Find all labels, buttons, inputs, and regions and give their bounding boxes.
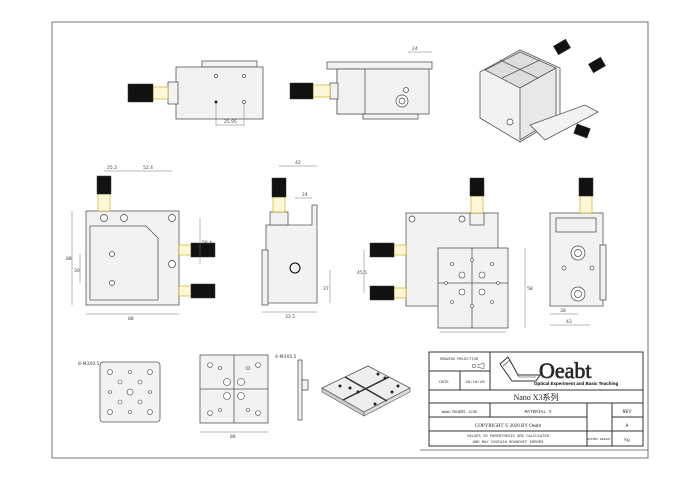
copyright: COPYRIGHT © 2020 BY Oeabt	[475, 423, 542, 429]
material-label: MATERIAL #	[524, 409, 551, 415]
approx-weight-label: APPROX WEIGHT	[587, 438, 611, 441]
dimension-label: 88	[230, 434, 236, 440]
right-view: 43 38	[549, 177, 607, 326]
date-value: 29/10/20	[465, 380, 485, 385]
dimension-label: 25.95	[224, 119, 237, 125]
side-view: 42 24 33.5 37	[261, 160, 331, 320]
dimension-label: 8-M3X0.5	[78, 361, 100, 367]
dimension-label: 45.5	[357, 270, 367, 276]
dimension-label: 58	[527, 286, 533, 292]
elevation-view-left: 25.95	[127, 60, 264, 126]
brand-tagline: Optical Experiment and Basic Teaching	[534, 381, 618, 386]
dimension-label: 52.4	[143, 165, 153, 171]
rev-value: A	[625, 423, 628, 429]
website: www.Oeabt.com	[441, 409, 476, 415]
oeabt-logo: Oeabt Optical Experiment and Basic Teach…	[499, 356, 618, 386]
plate-view-1: 8-M3X0.5	[78, 361, 161, 423]
dimension-label: 33.5	[285, 314, 295, 320]
projection-symbol-icon	[471, 363, 485, 369]
front-view: 45.5 58	[357, 177, 533, 333]
date-label: DATE	[439, 381, 449, 385]
dimension-label: 88	[66, 256, 72, 262]
dimension-label: 43	[566, 319, 572, 325]
product-name: Nano X3系列	[513, 392, 558, 402]
weight-unit: kg	[624, 437, 630, 443]
dimension-label: 24	[412, 46, 418, 52]
title-block: DRAWING PROJECTION DATE 29/10/20 Oeabt O…	[420, 351, 648, 451]
dimension-label: 42	[295, 160, 301, 166]
drawing-frame	[51, 21, 649, 459]
note-line-2: AND MAY CONTAIN ROUNDOFF ERRORS	[473, 441, 544, 445]
dimension-label: 30	[74, 268, 80, 274]
note-line-1: VALUES IN PARENTHESIS ARE CALCULATED	[467, 435, 550, 439]
isometric-view	[479, 38, 606, 143]
brand-logo-text: Oeabt	[539, 358, 592, 383]
drawing-projection-label: DRAWING PROJECTION	[440, 358, 478, 362]
dimension-label: 24	[302, 192, 308, 198]
dimension-label: 37	[323, 286, 329, 292]
plate-isometric-view	[321, 365, 411, 417]
plate-side-view	[297, 359, 309, 421]
dimension-label: 25.2	[107, 165, 117, 171]
plate-view-2: 88 4-M3X0.5	[199, 354, 297, 440]
dimension-label: 56.4	[202, 240, 212, 246]
elevation-view-right: 24	[289, 46, 433, 120]
top-view: 25.2 52.4 56.4 88 88 30	[66, 165, 216, 322]
rev-label: REV	[622, 409, 631, 415]
dimension-label: 4-M3X0.5	[275, 354, 297, 360]
dimension-label: 38	[560, 308, 566, 314]
dimension-label: 88	[128, 316, 134, 322]
